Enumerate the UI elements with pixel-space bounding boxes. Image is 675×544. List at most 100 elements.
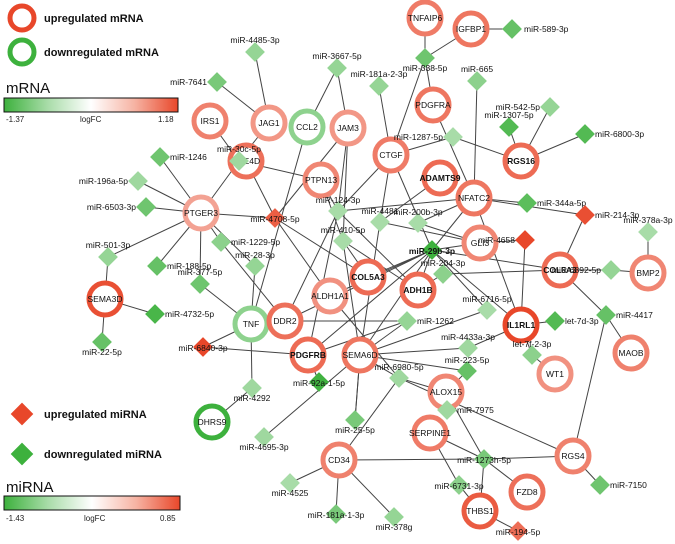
mrna-node-maob[interactable]: MAOB: [612, 334, 650, 372]
mirna-node-mir-4708-5p[interactable]: miR-4708-5p: [250, 208, 300, 228]
mirna-node-mir-338-5p[interactable]: miR-338-5p: [403, 48, 448, 73]
mirna-node-mir-25-5p[interactable]: miR-25-5p: [335, 410, 375, 435]
mirna-node-mir-6840-3p[interactable]: miR-6840-3p: [178, 337, 228, 357]
mrna-node-nfatc2[interactable]: NFATC2: [455, 179, 493, 217]
mirna-node-mir-665[interactable]: miR-665: [461, 64, 493, 91]
mrna-node-adh1b[interactable]: ADH1B: [399, 271, 437, 309]
mrna-node-cd34[interactable]: CD34: [320, 441, 358, 479]
mirna-node-mir-1287-5p[interactable]: miR-1287-5p: [394, 127, 463, 147]
mirna-diamond: [499, 117, 519, 137]
mrna-node-fzd8[interactable]: FZD8: [508, 473, 546, 511]
mrna-node-sema6d[interactable]: SEMA6D: [341, 336, 379, 374]
mrna-node-rgs4[interactable]: RGS4: [554, 437, 592, 475]
mrna-ring: [536, 355, 574, 393]
mirna-node-mir-4485-3p[interactable]: miR-4485-3p: [230, 35, 280, 62]
mirna-node-mir-410-5p[interactable]: miR-410-5p: [321, 225, 366, 251]
mrna-node-tnfaip6[interactable]: TNFAIP6: [406, 0, 444, 37]
mirna-node-mir-181a-1-3p[interactable]: miR-181a-1-3p: [308, 504, 365, 524]
mrna-node-ddr2[interactable]: DDR2: [266, 302, 304, 340]
mirna-node-mir-29b-3p[interactable]: miR-29b-3p: [409, 240, 455, 260]
mirna-label: miR-4485-3p: [230, 35, 279, 45]
mirna-node-let-7d-3p[interactable]: let-7d-3p: [545, 311, 599, 331]
mirna-node-mir-194-5p[interactable]: miR-194-5p: [496, 521, 541, 541]
mrna-node-tnf[interactable]: TNF: [232, 305, 270, 343]
mirna-node-mir-6892-5p[interactable]: miR-6892-5p: [552, 260, 621, 280]
mrna-node-sema3d[interactable]: SEMA3D: [86, 280, 124, 318]
mrna-node-il1rl1[interactable]: IL1RL1: [502, 306, 540, 344]
mirna-node-mir-7641[interactable]: miR-7641: [170, 72, 227, 92]
mrna-ring: [399, 271, 437, 309]
mrna-node-ptpn13[interactable]: PTPN13: [302, 161, 340, 199]
mirna-node-mir-188-5p[interactable]: miR-188-5p: [147, 256, 212, 276]
mrna-node-pdgfra[interactable]: PDGFRA: [414, 86, 452, 124]
mirna-node-mir-22-5p[interactable]: miR-22-5p: [82, 332, 122, 357]
mirna-node-mir-4292[interactable]: miR-4292: [234, 378, 271, 403]
mirna-node-mir-377-5p[interactable]: miR-377-5p: [178, 267, 223, 294]
mirna-node-mir-1229-5p[interactable]: miR-1229-5p: [211, 232, 280, 252]
mirna-label: miR-6800-3p: [595, 129, 644, 139]
mirna-diamond: [389, 368, 409, 388]
mrna-node-igfbp1[interactable]: IGFBP1: [452, 10, 490, 48]
mirna-label: miR-4481: [362, 206, 399, 216]
mirna-node-mir-7975[interactable]: miR-7975: [437, 400, 494, 420]
mrna-node-aldh1a1[interactable]: ALDH1A1: [311, 277, 349, 315]
mrna-ring: [320, 441, 358, 479]
mirna-node-mir-6800-3p[interactable]: miR-6800-3p: [575, 124, 644, 144]
mrna-node-gli3[interactable]: GLI3: [461, 224, 499, 262]
mirna-node-mir-196a-5p[interactable]: miR-196a-5p: [79, 171, 148, 191]
mrna-node-jam3[interactable]: JAM3: [329, 109, 367, 147]
mirna-node-mir-204-3p[interactable]: miR-204-3p: [421, 258, 466, 284]
mrna-ring: [455, 179, 493, 217]
mirna-node-let-7f-2-3p[interactable]: let-7f-2-3p: [513, 339, 552, 365]
mrna-node-bmp2[interactable]: BMP2: [629, 254, 667, 292]
mirna-node-mir-4433a-3p[interactable]: miR-4433a-3p: [441, 332, 495, 358]
mirna-node-mir-3667-5p[interactable]: miR-3667-5p: [312, 51, 362, 78]
mirna-label: miR-194-5p: [496, 527, 541, 537]
mrna-node-ptger3[interactable]: PTGER3: [182, 194, 220, 232]
mirna-node-mir-28-3p[interactable]: miR-28-3p: [235, 250, 275, 276]
mirna-node-mir-4525[interactable]: miR-4525: [272, 473, 309, 498]
mirna-label: miR-188-5p: [167, 261, 212, 271]
mrna-node-adamts9[interactable]: ADAMTS9: [419, 159, 461, 197]
mirna-node-mir-7150[interactable]: miR-7150: [590, 475, 647, 495]
mrna-ring: [554, 437, 592, 475]
mrna-node-col6a3[interactable]: COL6A3: [541, 251, 579, 289]
mirna-node-mir-1273h-5p[interactable]: miR-1273h-5p: [457, 449, 511, 469]
mrna-node-rgs16[interactable]: RGS16: [502, 142, 540, 180]
mirna-node-mir-30c-5p[interactable]: miR-30c-5p: [217, 144, 261, 171]
mirna-node-mir-1307-5p[interactable]: miR-1307-5p: [484, 110, 534, 137]
mrna-node-irs1[interactable]: IRS1: [191, 102, 229, 140]
mirna-node-mir-4417[interactable]: miR-4417: [596, 305, 653, 325]
mirna-node-mir-4732-5p[interactable]: miR-4732-5p: [145, 304, 214, 324]
mrna-node-wt1[interactable]: WT1: [536, 355, 574, 393]
mrna-node-col5a3[interactable]: COL5A3: [349, 258, 387, 296]
mirna-node-mir-378a-3p[interactable]: miR-378a-3p: [623, 215, 673, 242]
mirna-node-mir-92a-1-5p[interactable]: miR-92a-1-5p: [293, 372, 345, 392]
mirna-node-mir-6503-3p[interactable]: miR-6503-3p: [87, 197, 156, 217]
mirna-node-mir-1262[interactable]: miR-1262: [397, 311, 454, 331]
mirna-node-mir-4695-3p[interactable]: miR-4695-3p: [239, 427, 289, 452]
legend-mirna: upregulated miRNA downregulated miRNA: [10, 402, 162, 466]
mrna-node-jag1[interactable]: JAG1: [250, 104, 288, 142]
mrna-node-pdgfrb[interactable]: PDGFRB: [289, 336, 327, 374]
mrna-node-ctgf[interactable]: CTGF: [372, 136, 410, 174]
mirna-node-mir-378g[interactable]: miR-378g: [376, 507, 413, 532]
mirna-node-mir-6716-5p[interactable]: miR-6716-5p: [462, 294, 512, 320]
mirna-node-mir-6980-5p[interactable]: miR-6980-5p: [374, 362, 424, 388]
mirna-node-mir-124-3p[interactable]: miR-124-3p: [316, 195, 361, 221]
mirna-diamond: [474, 449, 494, 469]
mrna-node-serpine1[interactable]: SERPINE1: [409, 414, 451, 452]
mirna-node-mir-501-3p[interactable]: miR-501-3p: [86, 240, 131, 267]
mrna-node-thbs1[interactable]: THBS1: [461, 492, 499, 530]
mirna-node-mir-6731-3p[interactable]: miR-6731-3p: [434, 475, 484, 495]
mirna-node-mir-181a-2-3p[interactable]: miR-181a-2-3p: [351, 69, 408, 96]
mrna-node-ccl2[interactable]: CCL2: [288, 108, 326, 146]
mrna-node-dhrs9[interactable]: DHRS9: [193, 403, 231, 441]
mirna-node-mir-4481[interactable]: miR-4481: [362, 206, 399, 232]
mirna-node-mir-589-3p[interactable]: miR-589-3p: [502, 19, 569, 39]
mirna-node-mir-1246[interactable]: miR-1246: [150, 147, 207, 167]
mirna-node-mir-200b-3p[interactable]: miR-200b-3p: [393, 207, 443, 233]
mirna-node-mir-223-5p[interactable]: miR-223-5p: [445, 355, 490, 381]
mrna-ring: [612, 334, 650, 372]
